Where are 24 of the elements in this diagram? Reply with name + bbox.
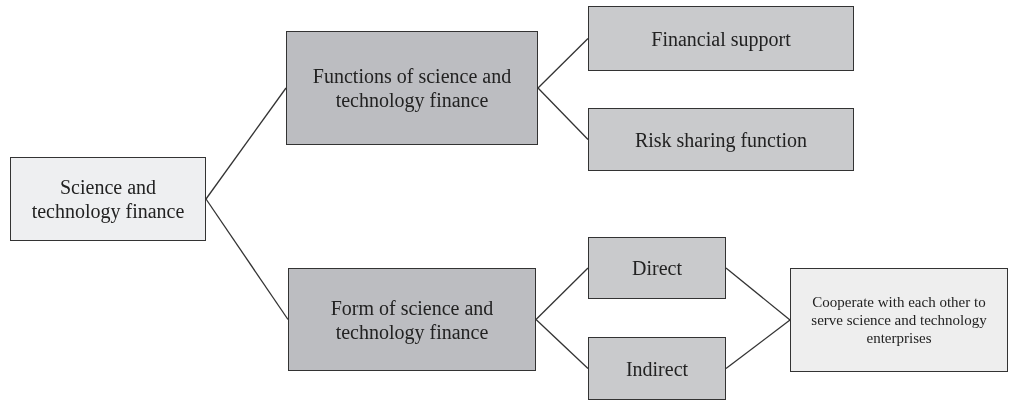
node-label: Science and technology finance bbox=[30, 175, 186, 223]
process-box bbox=[588, 337, 726, 400]
process-box bbox=[288, 268, 536, 371]
process-box bbox=[588, 108, 854, 171]
node-label: Form of science and technology finance bbox=[329, 295, 495, 344]
connector-line bbox=[725, 267, 791, 321]
connector-line bbox=[535, 267, 589, 321]
node-label: Cooperate with each other to serve science and technology enterprises bbox=[810, 293, 988, 347]
node-label: Indirect bbox=[625, 356, 689, 381]
connector-line bbox=[205, 198, 289, 321]
node-label: Direct bbox=[632, 256, 682, 280]
node-label: Financial support bbox=[651, 26, 791, 51]
connector-line bbox=[535, 318, 589, 370]
process-box bbox=[10, 157, 206, 241]
node-label: Risk sharing function bbox=[634, 127, 808, 152]
process-box bbox=[588, 6, 854, 71]
process-box bbox=[588, 237, 726, 299]
process-box bbox=[286, 31, 538, 145]
connector-line bbox=[725, 319, 791, 370]
connector-line bbox=[537, 87, 589, 141]
node-label: Functions of science and technology finance bbox=[311, 64, 513, 112]
connector-line bbox=[205, 87, 287, 200]
process-box bbox=[790, 268, 1008, 372]
connector-line bbox=[537, 37, 589, 89]
